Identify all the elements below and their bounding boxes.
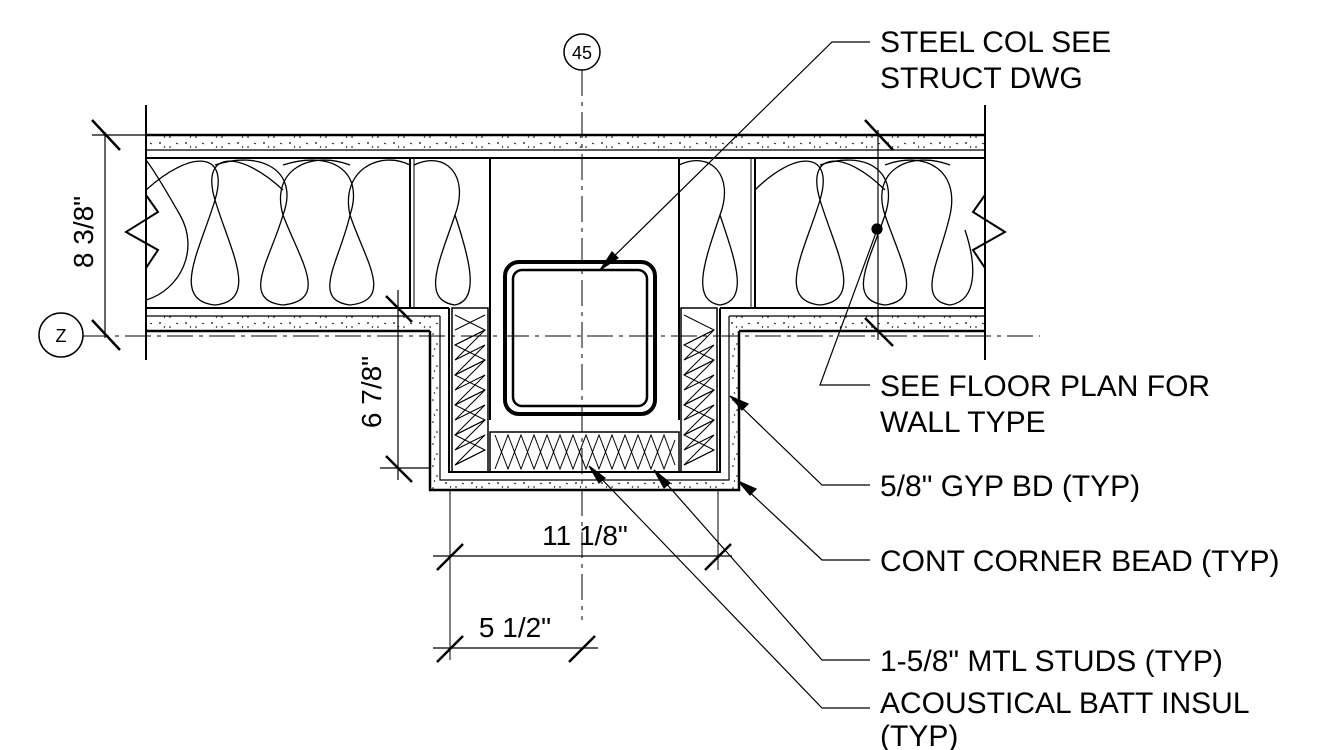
grid-line-45: 45 xyxy=(563,33,601,620)
grid-bubble-45: 45 xyxy=(572,43,592,63)
grid-bubble-z: Z xyxy=(56,326,67,346)
note-wall-type-line1: SEE FLOOR PLAN FOR xyxy=(880,370,1210,403)
wall-batt-insulation-left xyxy=(145,159,471,306)
note-batt-insul-line2: (TYP) xyxy=(880,720,958,750)
note-batt-insul-line1: ACOUSTICAL BATT INSUL xyxy=(880,687,1250,720)
note-mtl-studs: 1-5/8" MTL STUDS (TYP) xyxy=(880,645,1223,678)
dimension-wall-thickness: 8 3/8" xyxy=(68,119,894,351)
column-enclosure xyxy=(428,307,741,492)
leader-lines xyxy=(588,41,883,709)
grid-line-z: Z xyxy=(38,312,1040,358)
dimension-label-wall-thickness: 8 3/8" xyxy=(68,196,99,268)
note-steel-col-line1: STEEL COL SEE xyxy=(880,26,1111,59)
note-steel-col-line2: STRUCT DWG xyxy=(880,62,1083,95)
dimension-projection-depth: 6 7/8" xyxy=(356,290,430,483)
note-corner-bead: CONT CORNER BEAD (TYP) xyxy=(880,545,1279,578)
dimension-label-enclosure-width: 11 1/8" xyxy=(542,520,628,551)
dimension-enclosure-width: 11 1/8" xyxy=(433,490,732,571)
wall-batt-insulation-right xyxy=(678,159,974,306)
dimension-stud-offset: 5 1/2" xyxy=(433,570,598,663)
note-gyp-bd: 5/8" GYP BD (TYP) xyxy=(880,470,1140,503)
wall-assembly xyxy=(124,105,1007,420)
note-wall-type-line2: WALL TYPE xyxy=(880,406,1046,439)
dimension-label-stud-offset: 5 1/2" xyxy=(479,612,551,643)
steel-column xyxy=(503,260,657,416)
dimension-label-projection-depth: 6 7/8" xyxy=(356,356,387,428)
annotation-notes: STEEL COL SEE STRUCT DWG SEE FLOOR PLAN … xyxy=(880,26,1279,750)
